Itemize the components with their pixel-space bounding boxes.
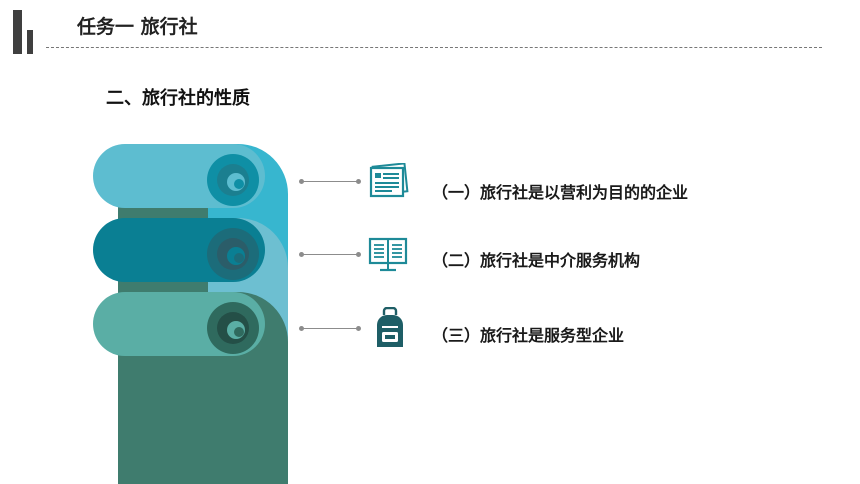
logo-bar-short [27,30,33,54]
section-title: 二、旅行社的性质 [106,88,250,109]
connector-line-3 [299,326,361,331]
page-title: 任务一 旅行社 [77,16,198,38]
item-text-2: （二）旅行社是中介服务机构 [432,251,641,270]
connector-line-1 [299,179,361,184]
item-text-3: （三）旅行社是服务型企业 [432,326,625,345]
connector-line-2 [299,252,361,257]
monitor-book-icon [368,237,408,272]
header-divider [46,47,822,48]
logo-bar-tall [13,10,22,54]
backpack-icon [377,307,403,347]
document-icon [369,163,409,198]
item-text-1: （一）旅行社是以营利为目的的企业 [432,183,689,202]
